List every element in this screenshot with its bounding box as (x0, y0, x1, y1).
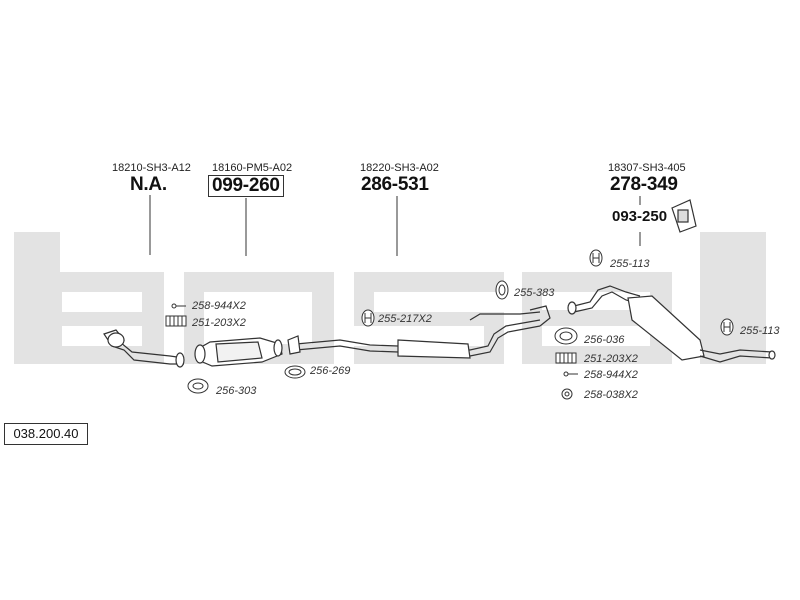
accessory-label: 255-217X2 (378, 313, 432, 325)
part-number-boxed: 099-260 (208, 175, 284, 197)
nut-icon (561, 388, 573, 400)
bosal-logo-watermark (14, 232, 766, 364)
accessory-label: 258-038X2 (584, 389, 638, 401)
bolt-icon (563, 371, 578, 377)
catalytic-converter (194, 337, 283, 367)
center-pipe (287, 305, 551, 359)
part-number: N.A. (130, 174, 167, 195)
gasket-icon (187, 378, 209, 394)
accessory-label: 256-269 (310, 365, 351, 377)
accessory-label: 255-383 (514, 287, 555, 299)
accessory-label: 255-113 (740, 325, 780, 337)
rear-muffler-assembly (567, 285, 776, 363)
accessory-label: 251-203X2 (192, 317, 246, 329)
rubber-hanger-icon (361, 309, 375, 327)
accessory-label: 258-944X2 (584, 369, 638, 381)
reference-number: 038.200.40 (4, 423, 88, 445)
oem-number: 18307-SH3-405 (608, 162, 686, 174)
heat-shield-icon (671, 199, 697, 233)
rubber-hanger-icon (589, 249, 603, 267)
accessory-label: 255-113 (610, 258, 650, 270)
oem-number: 18220-SH3-A02 (360, 162, 439, 174)
bolt-icon (171, 303, 186, 309)
accessory-symbols (165, 249, 734, 400)
part-number: 286-531 (361, 174, 429, 195)
accessory-label: 256-036 (584, 334, 625, 346)
oem-number: 18210-SH3-A12 (112, 162, 191, 174)
leader-lines (149, 195, 641, 256)
gasket-icon (284, 365, 306, 379)
spring-icon (165, 315, 187, 327)
heat-shield-part-number: 093-250 (612, 208, 668, 225)
front-pipe (103, 329, 185, 368)
gasket-icon (554, 327, 578, 345)
oem-number: 18160-PM5-A02 (212, 162, 293, 174)
spring-icon (555, 352, 577, 364)
accessory-label: 251-203X2 (584, 353, 638, 365)
rubber-hanger-icon (720, 318, 734, 336)
accessory-label: 256-303 (216, 385, 257, 397)
accessory-label: 258-944X2 (192, 300, 246, 312)
rubber-ring-icon (495, 280, 509, 300)
part-number: 278-349 (610, 174, 678, 195)
